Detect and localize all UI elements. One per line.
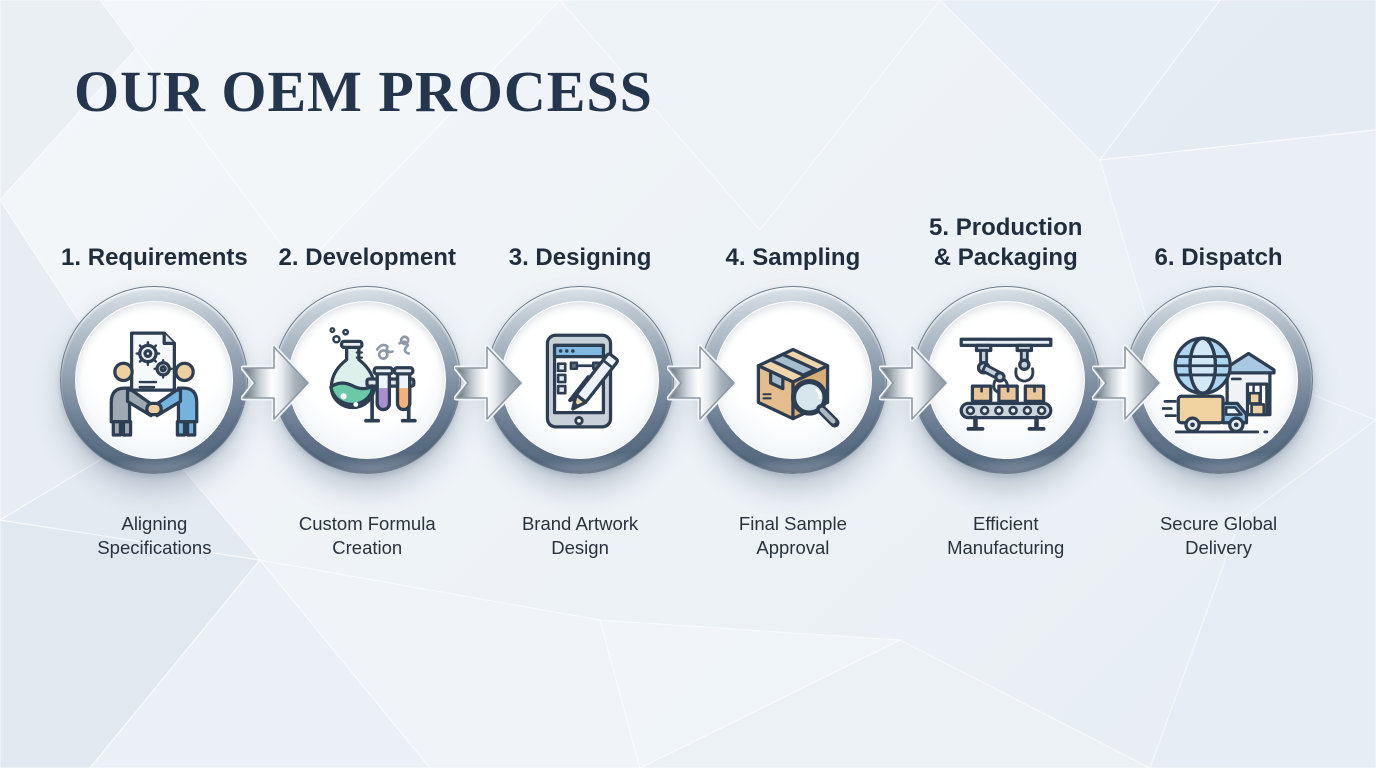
step-circle [911, 286, 1100, 474]
step-title: 6. Dispatch [1154, 243, 1283, 271]
step-description: Secure Global Delivery [1159, 513, 1278, 559]
step-title: 4. Sampling [725, 243, 861, 271]
globe-truck-icon [1161, 336, 1276, 434]
arrow-right-icon [454, 344, 524, 422]
handshake-document-icon [110, 331, 199, 437]
process-step-designing: 3. Designing [474, 196, 687, 560]
lab-flask-icon [329, 327, 417, 423]
process-step-requirements: 1. Requirements [48, 196, 261, 560]
step-circle [698, 286, 887, 474]
process-step-production-packaging: 5. Production & Packaging [899, 196, 1112, 560]
step-title: 3. Designing [508, 243, 652, 271]
conveyor-robot-icon [959, 337, 1053, 431]
arrow-right-icon [879, 344, 949, 422]
step-description: Final Sample Approval [738, 513, 847, 559]
step-title: 2. Development [278, 243, 456, 271]
process-step-sampling: 4. Sampling [686, 196, 899, 560]
step-title: 5. Production & Packaging [929, 214, 1083, 271]
step-circle [60, 286, 249, 474]
step-circle [486, 286, 675, 474]
process-steps: 1. Requirements [48, 196, 1325, 560]
step-description: Efficient Manufacturing [947, 513, 1065, 559]
step-description: Custom Formula Creation [298, 513, 436, 559]
arrow-right-icon [667, 344, 737, 422]
step-description: Aligning Specifications [97, 513, 212, 559]
page-title: OUR OEM PROCESS [74, 59, 653, 124]
arrow-right-icon [241, 344, 311, 422]
step-title: 1. Requirements [61, 243, 248, 271]
box-magnifier-icon [756, 347, 840, 428]
arrow-right-icon [1092, 344, 1162, 422]
step-description: Brand Artwork Design [521, 513, 639, 559]
tablet-design-icon [545, 333, 619, 429]
